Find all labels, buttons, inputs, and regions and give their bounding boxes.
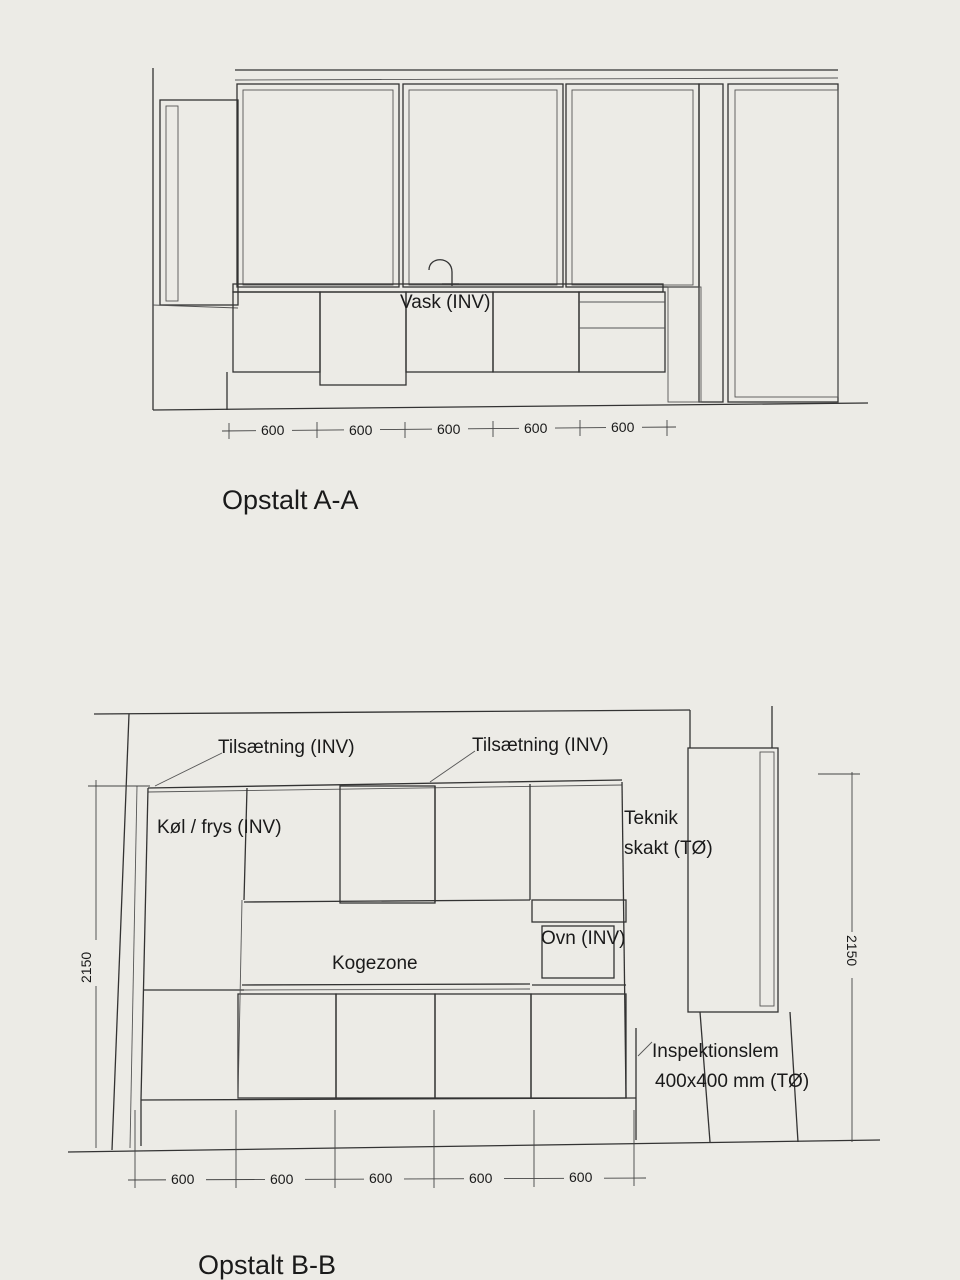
floor-line-b <box>67 1139 881 1153</box>
dim-a-4: 600 <box>524 420 548 436</box>
tech-shaft-label-1: Teknik <box>624 808 678 829</box>
dim-b-4: 600 <box>469 1170 493 1186</box>
filler-left-label: Tilsætning (INV) <box>218 737 355 758</box>
window-panels-a <box>236 83 839 403</box>
dim-b-3: 600 <box>369 1170 393 1186</box>
dim-a-1: 600 <box>261 422 285 438</box>
height-left-text: 2150 <box>78 952 94 983</box>
height-dimension-left: 2150 <box>78 780 150 1148</box>
dim-b-1: 600 <box>171 1171 195 1187</box>
base-cabinets-a <box>226 291 666 410</box>
height-dimension-right: 2150 <box>818 772 861 1142</box>
elevation-a: Vask (INV) 600 600 600 600 600 Opstalt A… <box>152 68 869 515</box>
dim-a-5: 600 <box>611 419 635 435</box>
inspection-label-1: Inspektionslem <box>652 1041 779 1062</box>
elevation-b: Tilsætning (INV) Tilsætning (INV) Køl / … <box>67 706 881 1280</box>
dimension-line-b: 600 600 600 600 600 <box>127 1110 647 1188</box>
sink-label: Vask (INV) <box>400 292 490 313</box>
dim-b-5: 600 <box>569 1169 593 1185</box>
ceiling-line-b <box>93 709 691 715</box>
title-elevation-a: Opstalt A-A <box>222 485 359 515</box>
oven-label: Ovn (INV) <box>541 928 625 949</box>
dim-b-2: 600 <box>270 1171 294 1187</box>
dim-a-2: 600 <box>349 422 373 438</box>
faucet-icon <box>428 259 459 286</box>
fridge-label: Køl / frys (INV) <box>157 817 282 838</box>
tall-cabinet-a <box>152 99 239 309</box>
height-right-text: 2150 <box>844 935 860 966</box>
dim-a-3: 600 <box>437 421 461 437</box>
dimension-line-a: 600 600 600 600 600 <box>221 419 677 439</box>
cooktop-label: Kogezone <box>332 953 418 974</box>
tech-shaft-label-2: skakt (TØ) <box>624 838 713 859</box>
tech-shaft-b <box>687 747 799 1143</box>
floor-line-a <box>152 402 869 411</box>
title-elevation-b: Opstalt B-B <box>198 1250 336 1280</box>
filler-top <box>147 779 623 789</box>
filler-right-label: Tilsætning (INV) <box>472 735 609 756</box>
inspection-label-2: 400x400 mm (TØ) <box>655 1071 809 1092</box>
kitchen-cabinets-b <box>140 781 637 1146</box>
